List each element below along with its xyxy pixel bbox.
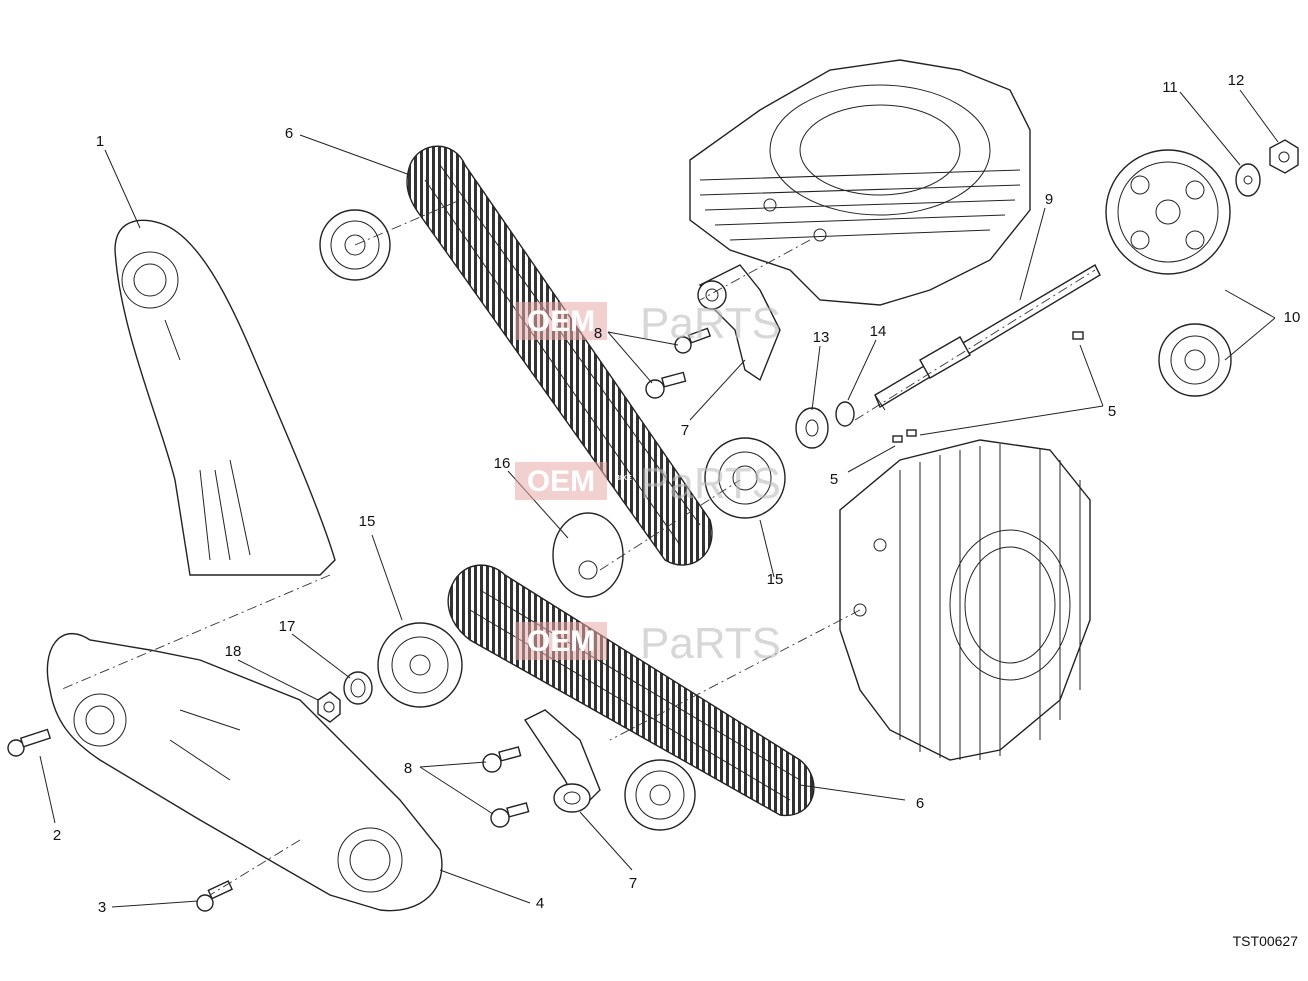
rear-cylinder: [689, 59, 1031, 306]
callout-8-lower: 8: [404, 760, 412, 777]
watermark-2: OEM BIKE PaRTS: [515, 459, 781, 508]
gear-large-10: [1105, 149, 1231, 275]
screw-3: [196, 880, 233, 912]
assembly-lines: [59, 199, 1096, 896]
callout-4: 4: [536, 895, 544, 912]
leader-lines: [39, 89, 1279, 908]
gear-small-10: [1158, 323, 1232, 397]
nut-12: [1269, 139, 1299, 174]
drive-pulley-upper: [704, 437, 786, 519]
timing-belt-upper: [406, 145, 713, 566]
key-5-a: [1072, 331, 1084, 340]
callout-6-upper: 6: [285, 125, 293, 142]
shaft-9: [874, 264, 1101, 411]
front-cylinder: [839, 439, 1091, 761]
camshaft-pulley-lower: [624, 759, 696, 831]
callout-7-upper: 7: [681, 422, 689, 439]
drawing-code: TST00627: [1233, 933, 1299, 949]
screw-8-a: [674, 327, 712, 354]
callout-15-right: 15: [767, 571, 784, 588]
callout-17: 17: [279, 618, 296, 635]
callout-3: 3: [98, 899, 106, 916]
callout-15-left: 15: [359, 513, 376, 530]
callout-labels: 1 2 3 4 5 5 6 6 7 7 8 8 9 10 11 12 13 14…: [53, 72, 1301, 916]
watermark-parts-text: PaRTS: [640, 299, 781, 348]
watermark-oem-text: OEM: [527, 465, 595, 498]
watermark-1: OEM BIKE PaRTS: [515, 299, 781, 348]
watermark-oem-text: OEM: [527, 625, 595, 658]
watermark-bike-text: BIKE: [615, 475, 632, 482]
drive-pulley-lower: [377, 622, 463, 708]
callout-10: 10: [1284, 309, 1301, 326]
tensioner-upper: [697, 264, 781, 382]
washer-16: [552, 512, 624, 598]
callout-9: 9: [1045, 191, 1053, 208]
callout-14: 14: [870, 323, 887, 340]
callout-13: 13: [813, 329, 830, 346]
screw-8-b: [645, 371, 687, 399]
nut-18: [317, 691, 341, 723]
callout-12: 12: [1228, 72, 1245, 89]
callout-7-lower: 7: [629, 875, 637, 892]
watermark-parts-text: PaRTS: [640, 459, 781, 508]
watermark-bike-text: BIKE: [615, 635, 632, 642]
key-5-c: [906, 429, 917, 437]
washer-13: [795, 407, 829, 449]
callout-16: 16: [494, 455, 511, 472]
washer-11: [1235, 163, 1261, 197]
watermark-bike-text: BIKE: [615, 315, 632, 322]
screw-2: [7, 728, 52, 757]
snap-ring-14: [835, 401, 855, 427]
watermark: OEM BIKE PaRTS OEM BIKE PaRTS OEM BIKE P…: [515, 299, 781, 668]
callout-2: 2: [53, 827, 61, 844]
watermark-parts-text: PaRTS: [640, 619, 781, 668]
callout-1: 1: [96, 133, 104, 150]
upper-belt-cover: [114, 219, 336, 576]
callout-6-lower: 6: [916, 795, 924, 812]
callout-5-right: 5: [1108, 403, 1116, 420]
callout-8-upper: 8: [594, 325, 602, 342]
callout-18: 18: [225, 643, 242, 660]
callout-5-left: 5: [830, 471, 838, 488]
watermark-3: OEM BIKE PaRTS: [515, 619, 781, 668]
watermark-oem-text: OEM: [527, 305, 595, 338]
lower-belt-cover: [46, 633, 443, 912]
screw-8-c: [482, 746, 522, 773]
key-5-b: [892, 435, 903, 443]
washer-17: [343, 671, 373, 705]
tensioner-lower: [523, 709, 601, 813]
callout-11: 11: [1162, 79, 1178, 96]
screw-8-d: [490, 802, 530, 828]
